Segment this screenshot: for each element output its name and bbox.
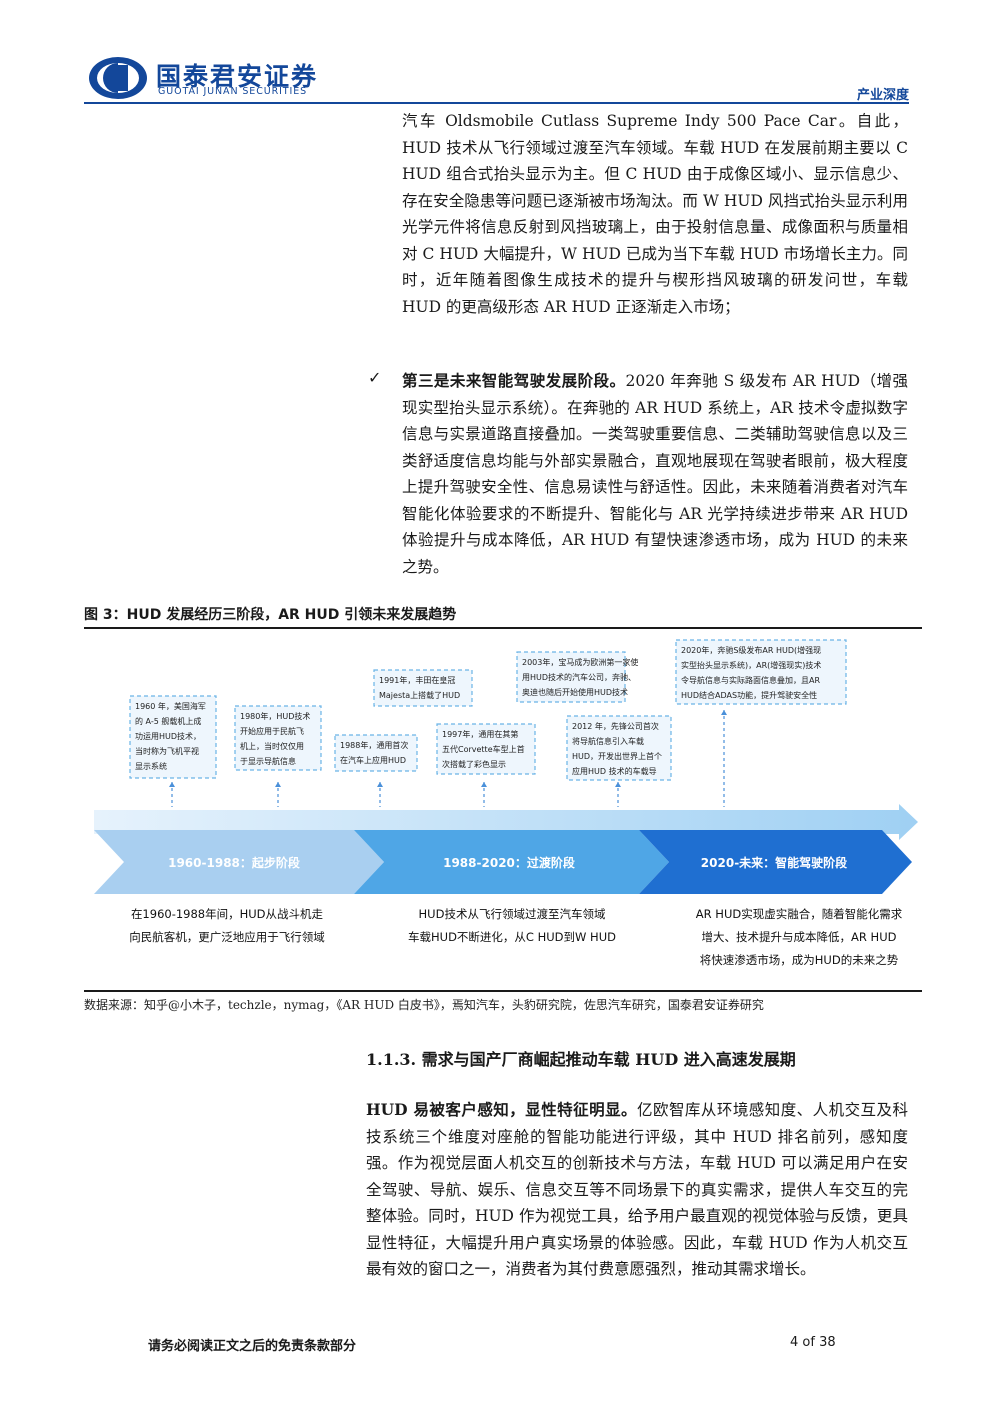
checkmark-icon: ✓ [368, 368, 382, 387]
page-number: 4 of 38 [790, 1335, 836, 1350]
event-text-8: 实型抬头显示系统)，AR(增强现实)技术 [681, 660, 821, 670]
bullet-text: 2020 年奔驰 S 级发布 AR HUD（增强现实型抬头显示系统）。在奔驰的 … [402, 372, 908, 576]
connector-arrow-icon [377, 782, 383, 787]
event-text-8: 2020年，奔驰S级发布AR HUD(增强现 [681, 645, 821, 655]
stage-description-3: 增大、技术提升与成本降低，AR HUD [702, 930, 897, 944]
event-box-3 [334, 734, 418, 772]
event-text-6: 用HUD技术的汽车公司，奔驰、 [522, 672, 636, 682]
connector-arrow-icon [169, 782, 175, 787]
figure-title: 图 3：HUD 发展经历三阶段，AR HUD 引领未来发展趋势 [84, 607, 457, 623]
event-text-6: 奥迪也随后开始使用HUD技术 [522, 687, 628, 697]
stage-description-1: 向民航客机，更广泛地应用于飞行领域 [129, 930, 325, 944]
event-text-6: 2003年，宝马成为欧洲第一家使 [522, 657, 638, 667]
event-box-5 [436, 723, 536, 775]
event-text-2: 于显示导航信息 [240, 756, 296, 766]
stage-description-3: AR HUD实现虚实融合，随着智能化需求 [696, 907, 903, 921]
stage-chevron-1 [94, 830, 384, 894]
event-text-3: 在汽车上应用HUD [340, 755, 406, 765]
logo-mark-icon [89, 57, 147, 99]
event-text-7: 2012 年，先锋公司首次 [572, 721, 659, 731]
event-text-1: 的 A-5 舰载机上成 [135, 716, 201, 726]
stage-label-1: 1960-1988：起步阶段 [168, 855, 301, 870]
stage-chevron-2 [354, 830, 669, 894]
event-box-4 [373, 669, 473, 707]
footer-disclaimer: 请务必阅读正文之后的免责条款部分 [148, 1339, 357, 1354]
paragraph3-text: 亿欧智库从环境感知度、人机交互及科技系统三个维度对座舱的智能功能进行评级，其中 … [366, 1101, 908, 1278]
event-text-5: 五代Corvette车型上首 [442, 744, 525, 754]
logo-chinese-name: 国泰君安证券 [156, 62, 319, 91]
event-box-1 [129, 695, 217, 779]
event-text-1: 功运用HUD技术， [135, 731, 201, 741]
company-logo: 国泰君安证券 GUOTAI JUNAN SECURITIES [88, 55, 353, 101]
event-text-4: Majesta上搭载了HUD [379, 690, 460, 700]
stage-description-1: 在1960-1988年间，HUD从战斗机走 [131, 907, 324, 921]
body-paragraph-3: HUD 易被客户感知，显性特征明显。亿欧智库从环境感知度、人机交互及科技系统三个… [366, 1097, 908, 1283]
stage-chevron-3 [639, 830, 912, 894]
bullet-paragraph: 第三是未来智能驾驶发展阶段。2020 年奔驰 S 级发布 AR HUD（增强现实… [402, 368, 908, 580]
stage-description-2: 车载HUD不断进化，从C HUD到W HUD [408, 930, 616, 944]
event-text-1: 当时称为飞机平视 [135, 746, 199, 756]
event-text-4: 1991年，丰田在皇冠 [379, 675, 455, 685]
event-text-7: 应用HUD 技术的车载导 [572, 766, 657, 776]
section-heading: 1.1.3. 需求与国产厂商崛起推动车载 HUD 进入高速发展期 [366, 1050, 796, 1069]
stage-description-2: HUD技术从飞行领域过渡至汽车领域 [419, 907, 606, 921]
event-text-5: 次搭载了彩色显示 [442, 759, 506, 769]
event-text-2: 1980年，HUD技术 [240, 711, 310, 721]
event-text-1: 显示系统 [135, 761, 167, 771]
event-box-8 [675, 639, 847, 705]
event-box-7 [566, 715, 672, 781]
event-text-7: 将导航信息引入车载 [572, 736, 644, 746]
body-paragraph-1: 汽车 Oldsmobile Cutlass Supreme Indy 500 P… [402, 112, 908, 316]
stage-label-2: 1988-2020：过渡阶段 [443, 855, 576, 870]
paragraph3-lead: HUD 易被客户感知，显性特征明显。 [366, 1100, 638, 1119]
figure-bottom-rule [84, 990, 922, 992]
event-text-3: 1988年，通用首次 [340, 740, 408, 750]
event-box-6 [516, 651, 626, 703]
event-text-7: HUD，开发出世界上首个 [572, 751, 662, 761]
event-box-2 [234, 705, 322, 771]
header-divider [84, 102, 909, 104]
event-text-1: 1960 年，美国海军 [135, 701, 206, 711]
event-text-2: 机上，当时仅仅用 [240, 741, 304, 751]
report-type-tag: 产业深度 [856, 88, 909, 103]
stage-description-3: 将快速渗透市场，成为HUD的未来之势 [700, 953, 899, 967]
figure-top-rule [84, 627, 922, 629]
event-text-2: 开始应用于民航飞 [240, 726, 304, 736]
event-text-8: 令导航信息与实际路面信息叠加，且AR [681, 675, 820, 685]
connector-arrow-icon [481, 782, 487, 787]
connector-arrow-icon [615, 782, 621, 787]
event-text-5: 1997年，通用在其第 [442, 729, 518, 739]
logo-english-name: GUOTAI JUNAN SECURITIES [158, 86, 308, 97]
connector-arrow-icon [721, 710, 727, 715]
figure-source: 数据来源：知乎@小木子，techzle，nymag，《AR HUD 白皮书》，焉… [84, 998, 764, 1012]
stage-label-3: 2020-未来：智能驾驶阶段 [701, 855, 848, 870]
hud-timeline-diagram: 1960-1988：起步阶段 1988-2020：过渡阶段 2020-未来：智能驾驶… [94, 639, 918, 967]
event-text-8: HUD结合ADAS功能，提升驾驶安全性 [681, 690, 817, 700]
bullet-lead: 第三是未来智能驾驶发展阶段。 [402, 371, 626, 390]
connector-arrow-icon [275, 782, 281, 787]
